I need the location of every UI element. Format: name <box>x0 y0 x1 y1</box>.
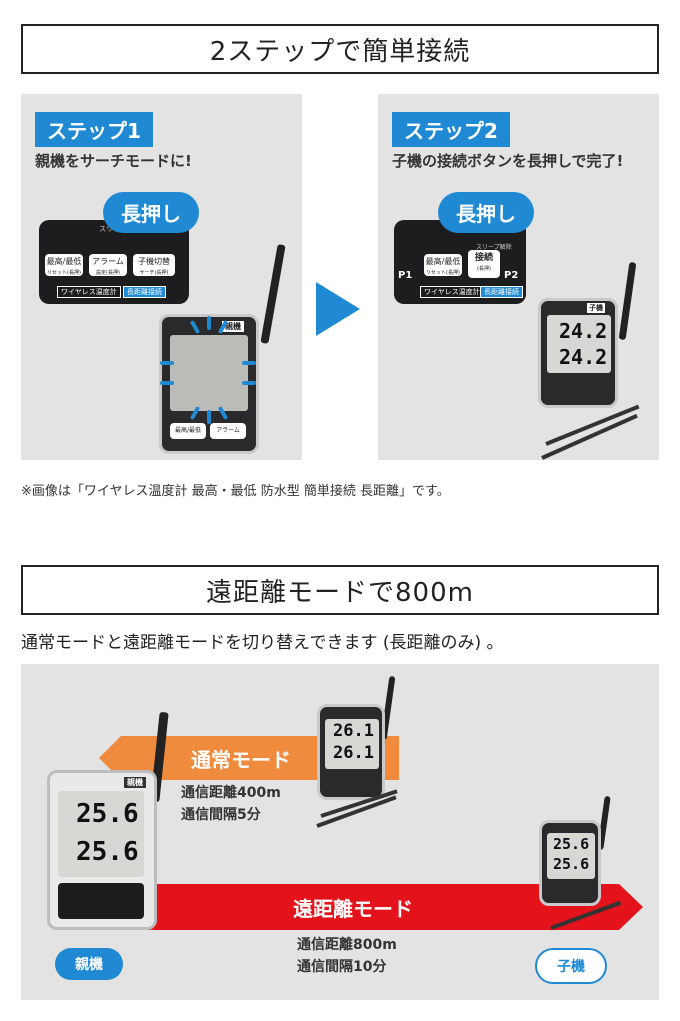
step1-tag: ステップ1 <box>35 112 153 147</box>
step1-alarm-label: アラーム <box>92 257 124 266</box>
flash-ray-icon <box>242 381 256 385</box>
long-mode-info: 通信距離800m 通信間隔10分 <box>297 934 397 978</box>
parent-lcd: 25.6 25.6 <box>58 791 144 877</box>
step1-sensor-maxmin-button[interactable]: 最高/最低 <box>170 423 206 439</box>
step1-long-label: 長距離接続 <box>123 286 166 298</box>
normal-mode-distance: 通信距離400m <box>181 785 281 801</box>
step1-child-switch-button[interactable]: 子機切替サーチ(長押) <box>133 254 175 276</box>
child-pill: 子機 <box>535 948 607 984</box>
step2-sleep-label: スリープ解除 <box>476 244 512 251</box>
flash-ray-icon <box>207 316 211 330</box>
child-normal-device: 26.1 26.1 <box>317 704 385 800</box>
child-normal-lcd: 26.1 26.1 <box>325 719 379 769</box>
step1-lcd <box>170 335 248 411</box>
section2-title: 遠距離モードで800m <box>21 565 659 615</box>
normal-mode-label: 通常モード <box>191 748 291 772</box>
child-long-lcd: 25.6 25.6 <box>547 833 595 879</box>
step2-maxmin-sub: リセット(長押) <box>426 270 460 276</box>
step2-tag: ステップ2 <box>392 112 510 147</box>
step2-connect-button[interactable]: 接続 (長押) <box>468 250 500 278</box>
step2-longpress-bubble: 長押し <box>438 192 534 233</box>
long-mode-interval: 通信間隔10分 <box>297 959 387 975</box>
parent-badge: 親機 <box>124 777 146 788</box>
step2-panel: ステップ2 子機の接続ボタンを長押しで完了! スリープ解除 最高/最低リセット(… <box>378 94 659 460</box>
step2-sensor-top: スリープ解除 最高/最低リセット(長押) 接続 (長押) P1 P2 ワイヤレス温… <box>394 220 526 304</box>
step2-p1-label: P1 <box>398 270 413 281</box>
step2-reading1: 24.2 <box>559 319 608 343</box>
step2-desc: 子機の接続ボタンを長押しで完了! <box>392 152 624 170</box>
section2-title-text: 遠距離モードで800m <box>206 577 474 608</box>
step1-sensor-alarm-button[interactable]: アラーム <box>210 423 246 439</box>
step2-p2-label: P2 <box>504 270 519 281</box>
step1-antenna <box>260 244 286 344</box>
step1-alarm-button[interactable]: アラーム設定(長押) <box>89 254 127 276</box>
step1-longpress-bubble: 長押し <box>103 192 199 233</box>
flash-ray-icon <box>160 361 174 365</box>
step2-antenna <box>618 261 637 341</box>
step1-sensor-device: 親機 最高/最低 アラーム <box>159 314 259 454</box>
parent-pill: 親機 <box>55 948 123 980</box>
step2-connect-sub: (長押) <box>477 266 491 272</box>
parent-button-area <box>58 883 144 919</box>
section1-title: 2ステップで簡単接続 <box>21 24 659 74</box>
long-reading1: 25.6 <box>553 835 590 853</box>
parent-reading1: 25.6 <box>76 799 139 829</box>
step1-child-sub: サーチ(長押) <box>139 270 169 276</box>
step2-reading2: 24.2 <box>559 345 608 369</box>
flash-ray-icon <box>207 410 211 424</box>
flash-ray-icon <box>242 361 256 365</box>
long-mode-arrow <box>103 884 643 930</box>
step1-badge: 親機 <box>222 321 244 332</box>
step1-child-label: 子機切替 <box>138 257 170 266</box>
step1-alarm-sub: 設定(長押) <box>96 270 120 276</box>
parent-device: 親機 25.6 25.6 <box>47 770 157 930</box>
section1-title-text: 2ステップで簡単接続 <box>209 36 471 67</box>
step1-maxmin-label: 最高/最低 <box>46 257 82 266</box>
long-mode-label: 遠距離モード <box>293 897 413 921</box>
step2-probe <box>545 404 640 446</box>
parent-reading2: 25.6 <box>76 837 139 867</box>
step2-connect-label: 接続 <box>474 253 493 263</box>
section2-subtitle: 通常モードと遠距離モードを切り替えできます (長距離のみ) 。 <box>21 633 504 653</box>
step2-maxmin-label: 最高/最低 <box>425 257 461 266</box>
step2-wireless-label: ワイヤレス温度計 <box>420 286 484 298</box>
normal-reading2: 26.1 <box>333 743 374 763</box>
image-note: ※画像は「ワイヤレス温度計 最高・最低 防水型 簡単接続 長距離」です。 <box>21 484 450 499</box>
flash-ray-icon <box>160 381 174 385</box>
step1-maxmin-button[interactable]: 最高/最低リセット(長押) <box>45 254 83 276</box>
step1-maxmin-sub: リセット(長押) <box>47 270 81 276</box>
child-long-device: 25.6 25.6 <box>539 820 601 906</box>
step1-desc: 親機をサーチモードに! <box>35 152 192 170</box>
step2-long-label: 長距離接続 <box>480 286 523 298</box>
normal-reading1: 26.1 <box>333 721 374 741</box>
step1-sensor-maxmin-label: 最高/最低 <box>174 427 202 434</box>
mode-panel: 通常モード 通信距離400m 通信間隔5分 遠距離モード 通信距離800m 通信… <box>21 664 659 1000</box>
step1-sensor-alarm-label: アラーム <box>216 427 240 434</box>
step2-badge: 子機 <box>587 303 605 313</box>
step2-sensor-device: 子機 24.2 24.2 <box>538 298 618 408</box>
step1-wireless-label: ワイヤレス温度計 <box>57 286 121 298</box>
normal-mode-info: 通信距離400m 通信間隔5分 <box>181 782 281 826</box>
long-reading2: 25.6 <box>553 855 590 873</box>
next-arrow-icon <box>316 282 360 336</box>
step2-maxmin-button[interactable]: 最高/最低リセット(長押) <box>424 254 462 276</box>
normal-mode-interval: 通信間隔5分 <box>181 807 261 823</box>
long-mode-distance: 通信距離800m <box>297 937 397 953</box>
step2-lcd: 24.2 24.2 <box>547 315 611 373</box>
